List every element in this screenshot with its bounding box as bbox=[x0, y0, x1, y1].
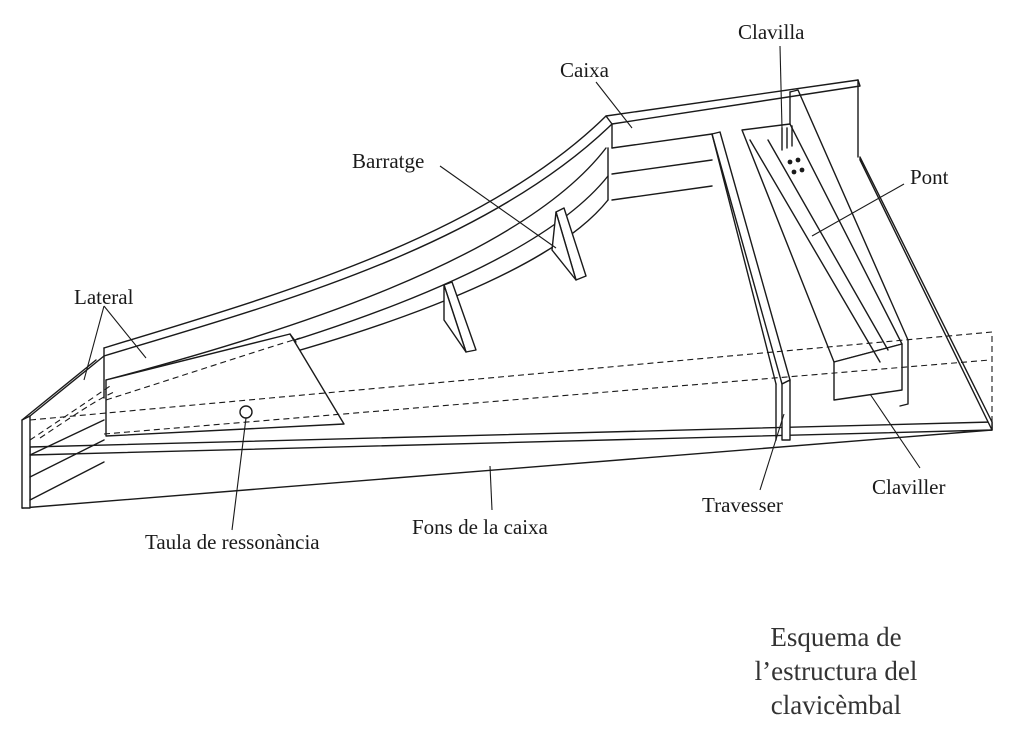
hidden-outline bbox=[29, 331, 993, 441]
label-clavilla: Clavilla bbox=[738, 20, 805, 44]
label-caixa: Caixa bbox=[560, 58, 610, 82]
label-travesser: Travesser bbox=[702, 493, 783, 517]
label-pont: Pont bbox=[910, 165, 949, 189]
title-line-1: Esquema de bbox=[770, 622, 901, 652]
label-claviller: Claviller bbox=[872, 475, 945, 499]
soundboard bbox=[105, 333, 345, 437]
wrest-plank bbox=[741, 89, 909, 407]
braces bbox=[443, 207, 587, 353]
label-taula: Taula de ressonància bbox=[145, 530, 320, 554]
labels: Clavilla Caixa Barratge Pont Lateral Tau… bbox=[74, 20, 949, 554]
title-line-2: l’estructura del bbox=[755, 656, 918, 686]
label-lateral: Lateral bbox=[74, 285, 134, 309]
title-line-3: clavicèmbal bbox=[771, 690, 901, 720]
case-tail bbox=[21, 355, 105, 509]
tuning-pins bbox=[781, 125, 805, 175]
label-barratge: Barratge bbox=[352, 149, 424, 173]
cross-beam bbox=[711, 131, 791, 441]
leader-lines bbox=[83, 45, 921, 531]
diagram-title: Esquema de l’estructura del clavicèmbal bbox=[755, 622, 918, 720]
label-fons: Fons de la caixa bbox=[412, 515, 549, 539]
